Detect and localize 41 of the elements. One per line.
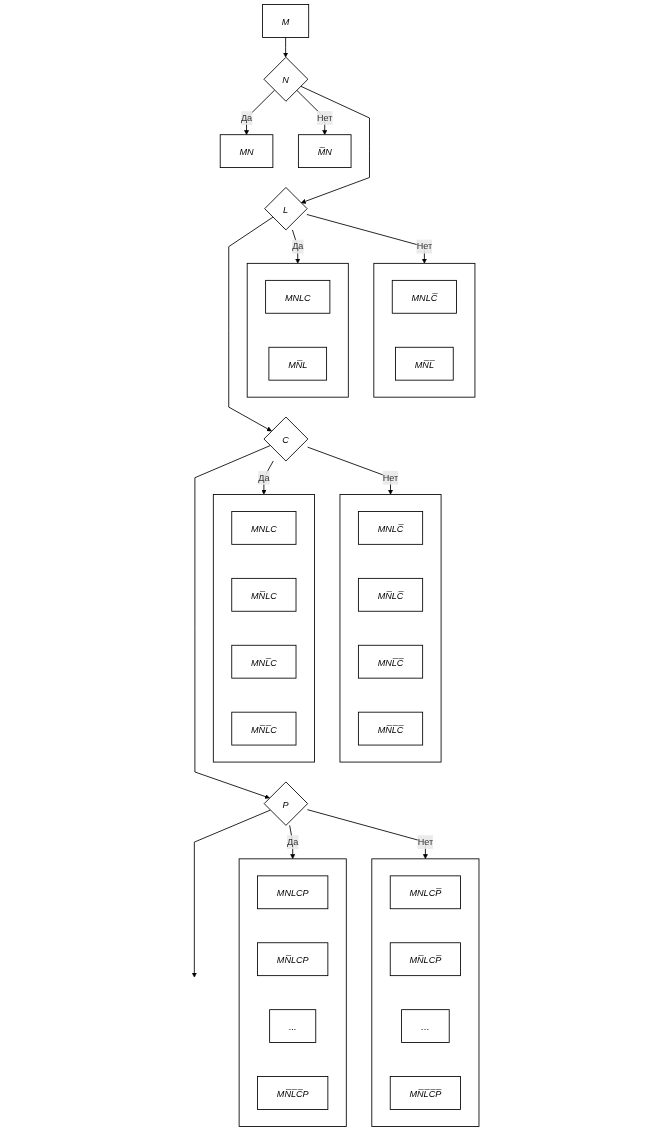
- node-box: MN̅LCP̅: [389, 942, 461, 977]
- node-box: MN̅LC: [231, 577, 297, 612]
- node-box: ...: [269, 1009, 317, 1043]
- cluster: [339, 494, 442, 763]
- node-box: MN̅L̅C: [231, 711, 297, 746]
- node-box: MN̅LC̅: [357, 577, 424, 612]
- node-box: MN̅L̅C̅: [357, 711, 424, 746]
- cluster: [371, 858, 480, 1127]
- node-box: MN̅L̅C̅P̅: [389, 1076, 461, 1110]
- edge-label: Нет: [417, 837, 434, 847]
- node-diamond: L: [264, 187, 308, 231]
- edge-label: Нет: [382, 472, 399, 483]
- node-box: M̅N: [297, 134, 352, 168]
- node-box: …: [401, 1009, 450, 1043]
- cluster: [373, 262, 476, 398]
- edge-label: Нет: [416, 241, 433, 252]
- cluster: [246, 262, 349, 398]
- edge-label: Да: [292, 241, 304, 252]
- node-box: MN̅L̅C̅P: [257, 1076, 329, 1110]
- node-box: MNL̅C̅: [357, 644, 424, 679]
- node-box: MNLC̅: [391, 279, 457, 314]
- node-box: MNLC̅: [357, 511, 424, 545]
- node-box: MNLC: [231, 511, 297, 545]
- edge-label: Да: [258, 472, 270, 483]
- node-box: MN: [219, 134, 274, 168]
- node-diamond: N: [263, 56, 309, 102]
- node-box: MNLCP̅: [389, 875, 461, 910]
- node-box: MN̅L: [268, 346, 327, 381]
- node-box: MNLC: [265, 279, 331, 314]
- cluster: [238, 858, 347, 1127]
- node-box: MNL̅C: [231, 644, 297, 679]
- edge-label: Да: [240, 112, 253, 123]
- edge-label: Да: [287, 837, 299, 847]
- node-box: M: [262, 4, 310, 38]
- node-diamond: C: [263, 416, 309, 462]
- edge-label: Нет: [316, 112, 333, 123]
- node-box: MNLCP: [257, 875, 329, 910]
- cluster: [212, 494, 315, 763]
- node-box: MN̅LCP: [257, 942, 329, 977]
- node-box: MN̅L̅: [395, 346, 454, 381]
- node-diamond: P: [263, 781, 309, 826]
